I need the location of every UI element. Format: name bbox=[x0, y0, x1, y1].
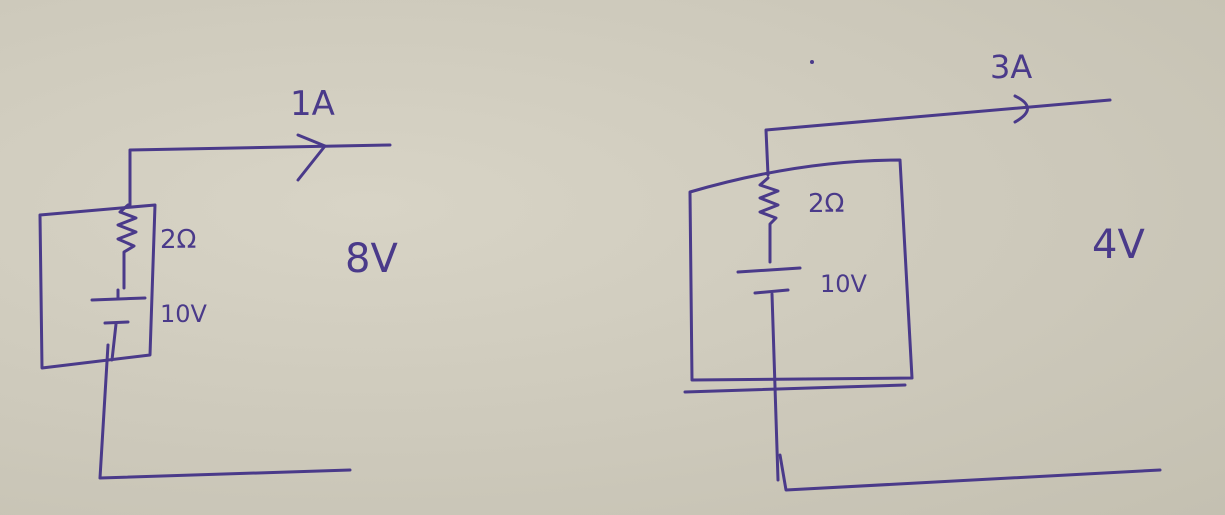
right-current-arrow bbox=[1013, 94, 1029, 124]
right-box-bottom-line bbox=[683, 383, 907, 394]
right-source-box bbox=[688, 158, 914, 382]
right-bottom-wire bbox=[778, 453, 1162, 492]
right-circuit: 3A 2Ω 10V 4V bbox=[683, 48, 1162, 492]
left-bottom-wire bbox=[98, 343, 352, 480]
left-bottom-lead bbox=[110, 288, 120, 362]
right-battery-long-plate bbox=[736, 266, 802, 274]
left-current-label: 1A bbox=[290, 84, 335, 124]
right-bottom-lead bbox=[770, 292, 780, 482]
right-emf-label: 10V bbox=[820, 270, 868, 298]
left-circuit: 1A 2Ω 10V 8V bbox=[38, 84, 398, 480]
right-top-wire bbox=[764, 98, 1112, 177]
left-resistor bbox=[116, 203, 138, 290]
left-source-box bbox=[38, 203, 157, 370]
right-resistance-label: 2Ω bbox=[808, 189, 844, 219]
right-voltage-label: 4V bbox=[1092, 222, 1145, 268]
right-current-label: 3A bbox=[990, 48, 1032, 86]
left-voltage-label: 8V bbox=[345, 236, 398, 282]
left-emf-label: 10V bbox=[160, 300, 208, 328]
left-resistance-label: 2Ω bbox=[160, 225, 196, 255]
ink-dot bbox=[810, 60, 814, 64]
left-current-arrow bbox=[296, 133, 327, 182]
right-battery-short-plate bbox=[753, 288, 790, 295]
left-battery-short-plate bbox=[103, 320, 130, 325]
left-top-wire bbox=[128, 143, 392, 207]
right-resistor bbox=[758, 176, 780, 264]
